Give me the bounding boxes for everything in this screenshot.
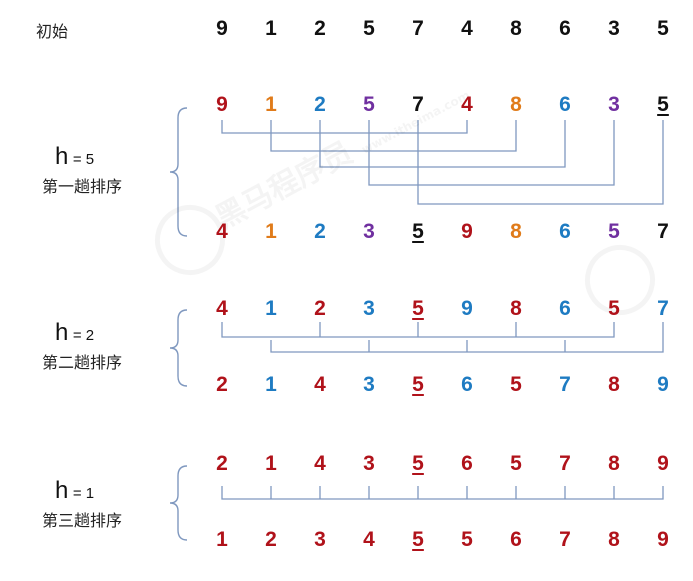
gap-5-group-connector (319, 120, 566, 168)
pass-2-before-number: 8 (510, 297, 522, 320)
pass-3-after-number: 5 (461, 528, 473, 551)
pass-2-after-number: 4 (314, 373, 326, 396)
pass-3-after-number: 6 (510, 528, 522, 551)
h-value: = 1 (72, 485, 95, 502)
pass-2-after-number: 1 (265, 373, 277, 396)
pass-2-before-number: 1 (265, 297, 277, 320)
pass-3-before-number: 9 (657, 452, 669, 475)
pass-3-after-number: 8 (608, 528, 620, 551)
gap-5-group-connector (270, 120, 517, 152)
pass-2-before-number: 4 (216, 297, 228, 320)
pass-2-before-number: 5 (412, 297, 424, 320)
pass-1-after-number: 4 (216, 220, 228, 243)
pass-1-after-number: 5 (412, 220, 424, 243)
initial-number: 8 (510, 17, 522, 40)
pass-1-before-number: 5 (657, 93, 669, 116)
pass-1-h: h = 5 (55, 143, 94, 171)
initial-number: 9 (216, 17, 228, 40)
pass-3-before-number: 2 (216, 452, 228, 475)
pass-1-after-number: 7 (657, 220, 669, 243)
pass-1-before-number: 3 (608, 93, 620, 116)
pass-2-brace (169, 309, 188, 387)
gap-5-group-connector (221, 120, 468, 134)
h-value: = 2 (72, 327, 95, 344)
pass-2-after-number: 5 (412, 373, 424, 396)
pass-3-after-number: 7 (559, 528, 571, 551)
pass-3-before-number: 6 (461, 452, 473, 475)
pass-1-before-number: 1 (265, 93, 277, 116)
pass-1-after-number: 3 (363, 220, 375, 243)
pass-3-h: h = 1 (55, 477, 94, 505)
pass-3-before-number: 3 (363, 452, 375, 475)
pass-3-brace (169, 465, 188, 541)
pass-3-after-number: 9 (657, 528, 669, 551)
pass-1-after-number: 2 (314, 220, 326, 243)
pass-2-before-number: 7 (657, 297, 669, 320)
initial-label: 初始 (36, 22, 69, 41)
pass-2-after-number: 9 (657, 373, 669, 396)
pass-1-title: 第一趟排序 (42, 177, 123, 196)
initial-number: 2 (314, 17, 326, 40)
pass-3-before-number: 4 (314, 452, 326, 475)
pass-3-before-number: 8 (608, 452, 620, 475)
pass-2-before-number: 3 (363, 297, 375, 320)
pass-1-after-number: 8 (510, 220, 522, 243)
gap-5-group-connector (368, 120, 615, 186)
pass-3-title: 第三趟排序 (42, 511, 123, 530)
pass-2-after-number: 8 (608, 373, 620, 396)
pass-3-after-number: 4 (363, 528, 375, 551)
initial-number: 4 (461, 17, 473, 40)
pass-1-after-number: 5 (608, 220, 620, 243)
pass-3-before-number: 5 (412, 452, 424, 475)
pass-1-after-number: 1 (265, 220, 277, 243)
pass-2-after-number: 7 (559, 373, 571, 396)
pass-1-before-number: 2 (314, 93, 326, 116)
initial-number: 5 (363, 17, 375, 40)
pass-3-before-number: 7 (559, 452, 571, 475)
pass-2-after-number: 5 (510, 373, 522, 396)
h-symbol: h (55, 319, 69, 346)
pass-3-after-number: 2 (265, 528, 277, 551)
pass-1-before-number: 6 (559, 93, 571, 116)
pass-1-before-number: 9 (216, 93, 228, 116)
pass-2-before-number: 6 (559, 297, 571, 320)
pass-2-after-number: 2 (216, 373, 228, 396)
gap-5-group-connector (417, 120, 664, 205)
pass-3-before-number: 5 (510, 452, 522, 475)
pass-1-before-number: 7 (412, 93, 424, 116)
h-symbol: h (55, 477, 69, 504)
pass-3-after-number: 3 (314, 528, 326, 551)
initial-number: 5 (657, 17, 669, 40)
pass-2-before-number: 9 (461, 297, 473, 320)
pass-3-after-number: 5 (412, 528, 424, 551)
pass-2-before-number: 2 (314, 297, 326, 320)
initial-number: 7 (412, 17, 424, 40)
initial-number: 6 (559, 17, 571, 40)
initial-number: 3 (608, 17, 620, 40)
pass-1-before-number: 5 (363, 93, 375, 116)
pass-3-before-number: 1 (265, 452, 277, 475)
gap-1-connector (221, 486, 664, 500)
h-value: = 5 (72, 151, 95, 168)
pass-2-title: 第二趟排序 (42, 353, 123, 372)
pass-1-after-number: 6 (559, 220, 571, 243)
pass-3-after-number: 1 (216, 528, 228, 551)
h-symbol: h (55, 143, 69, 170)
pass-1-before-number: 4 (461, 93, 473, 116)
pass-1-after-number: 9 (461, 220, 473, 243)
pass-2-after-number: 3 (363, 373, 375, 396)
pass-1-brace (169, 107, 188, 237)
pass-2-h: h = 2 (55, 319, 94, 347)
pass-2-before-number: 5 (608, 297, 620, 320)
pass-1-before-number: 8 (510, 93, 522, 116)
initial-number: 1 (265, 17, 277, 40)
pass-2-after-number: 6 (461, 373, 473, 396)
